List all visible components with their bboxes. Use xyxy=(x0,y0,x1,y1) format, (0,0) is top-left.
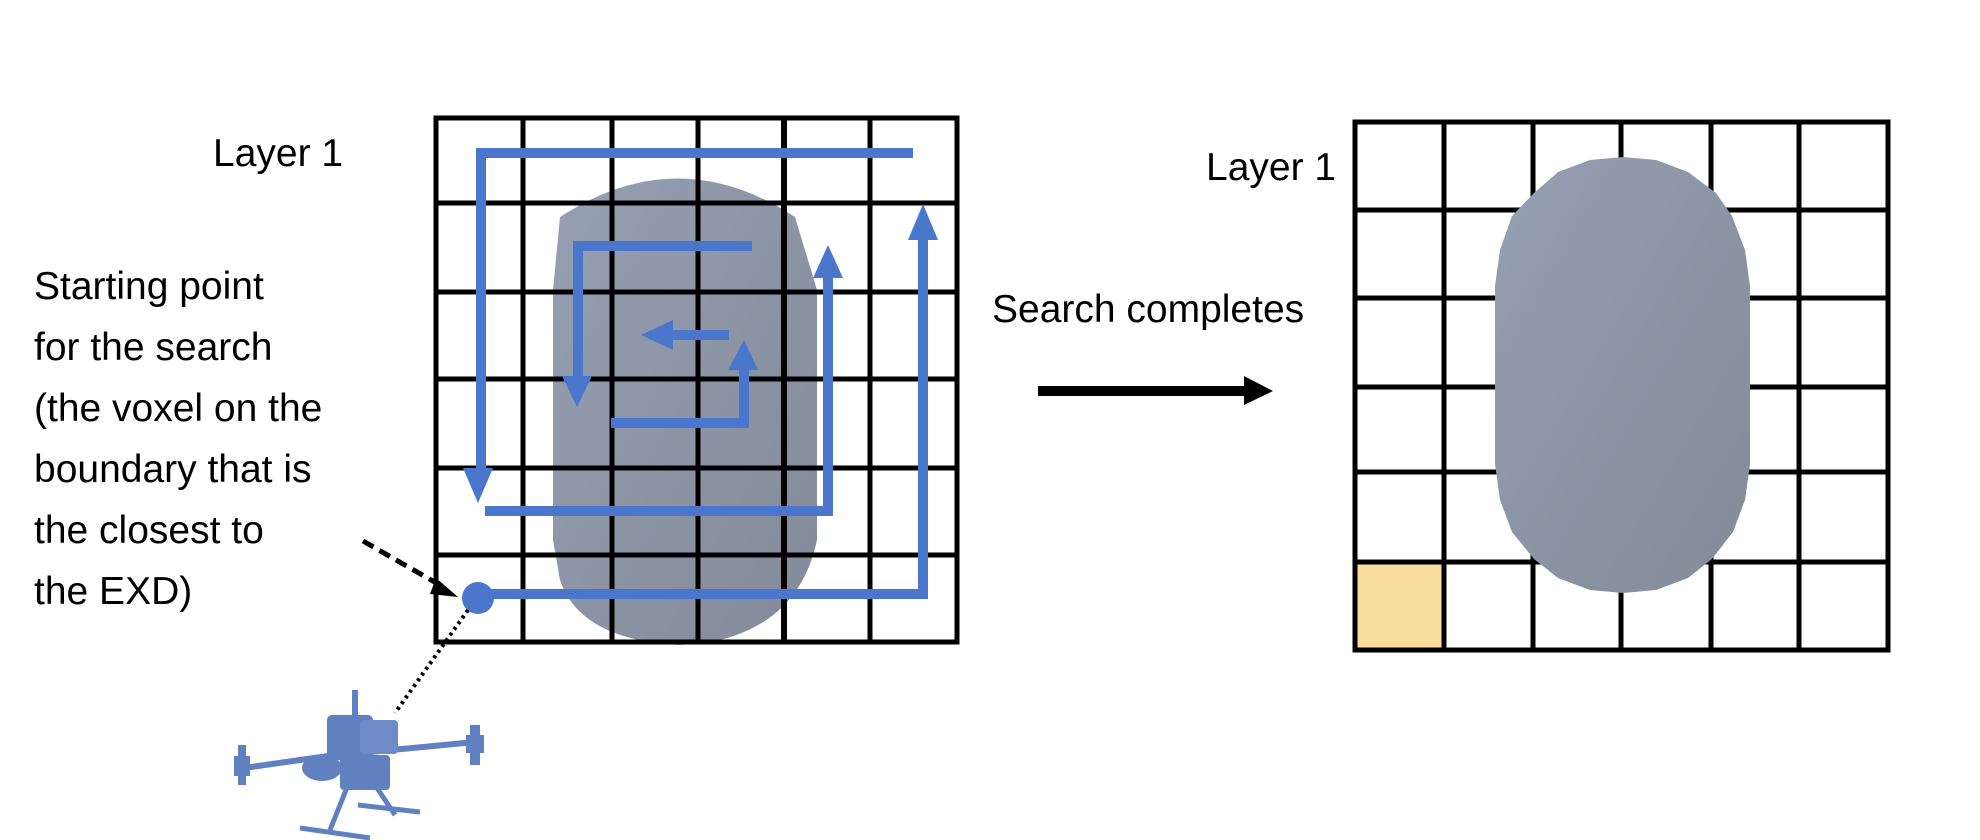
down-arrow-head xyxy=(463,468,493,503)
down-arrow-head xyxy=(562,376,592,407)
transition-label: Search completes xyxy=(992,288,1305,331)
description-line: the EXD) xyxy=(34,570,193,613)
right-grid-panel xyxy=(1352,119,1891,653)
drone-icon xyxy=(234,690,484,840)
description-line: Starting point xyxy=(34,265,264,308)
right-arrow-icon xyxy=(1038,376,1273,405)
right-layer-label: Layer 1 xyxy=(1206,146,1337,189)
left-arrow-head xyxy=(641,320,673,350)
up-arrow-head xyxy=(908,204,938,240)
description-line: the closest to xyxy=(34,509,264,552)
starting-point-description: Starting point for the search (the voxel… xyxy=(34,256,322,622)
left-object-shape xyxy=(553,178,817,645)
up-arrow-head xyxy=(728,340,758,370)
left-layer-label: Layer 1 xyxy=(213,132,344,175)
left-grid xyxy=(433,115,960,645)
description-line: boundary that is xyxy=(34,448,312,491)
search-path xyxy=(462,148,938,614)
description-line: for the search xyxy=(34,326,273,369)
highlighted-start-cell xyxy=(1355,562,1444,650)
up-arrow-head xyxy=(813,245,843,278)
description-line: (the voxel on the xyxy=(34,387,323,430)
right-object-shape xyxy=(1495,157,1750,593)
drone-link-line xyxy=(393,608,470,715)
left-grid-panel xyxy=(234,115,960,840)
pointer-arrow xyxy=(361,538,458,597)
